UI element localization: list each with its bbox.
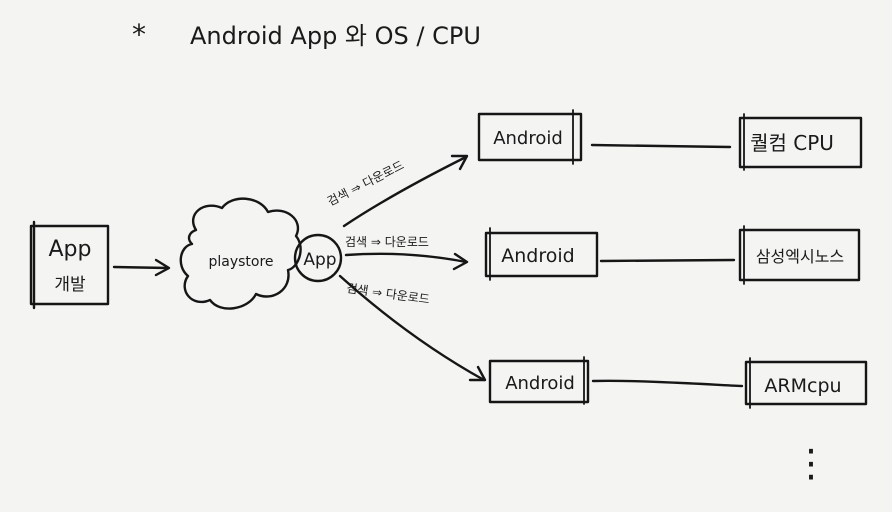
playstore-cloud <box>179 197 302 310</box>
edge-app-to-android-mid: 검색 ⇒ 다운로드 <box>344 235 469 271</box>
cpu-box <box>744 360 868 406</box>
edge-label-mid: 검색 ⇒ 다운로드 <box>345 235 429 249</box>
edge-line <box>338 274 486 382</box>
android-box <box>488 359 590 404</box>
title-bullet: * <box>132 18 146 51</box>
connector-top <box>590 143 732 149</box>
arrowhead <box>468 365 487 382</box>
arrow-line <box>112 265 170 270</box>
developer-box <box>29 224 110 306</box>
arrow-developer-to-playstore <box>112 258 171 277</box>
playstore-node: playstore <box>179 197 302 310</box>
cpu-label-top: 퀄컴 CPU <box>750 131 834 155</box>
cpu-box <box>738 228 861 282</box>
developer-label-line1: App <box>49 237 92 262</box>
cpu-node-top: 퀄컴 CPU <box>738 113 863 171</box>
cpu-label-mid: 삼성엑시노스 <box>756 247 844 266</box>
app-label: App <box>303 250 336 270</box>
android-box <box>484 231 599 278</box>
arrowhead <box>154 258 171 277</box>
developer-label-line2: 개발 <box>54 275 86 295</box>
connector-bottom <box>591 379 744 388</box>
edge-line <box>342 155 468 228</box>
cpu-label-bottom: ARMcpu <box>764 375 841 397</box>
android-label-bottom: Android <box>505 373 575 394</box>
arrowhead <box>450 154 469 171</box>
android-node-mid: Android <box>484 227 599 281</box>
continuation-dots: ⋮ <box>792 441 830 485</box>
developer-node: App 개발 <box>29 220 110 310</box>
cpu-box <box>738 116 863 169</box>
edge-app-to-android-bottom: 검색 ⇒ 다운로드 <box>338 274 487 382</box>
edge-line <box>344 252 468 264</box>
edge-app-to-android-top: 검색 ⇒ 다운로드 <box>325 154 469 228</box>
playstore-label: playstore <box>208 254 273 270</box>
page-title: Android App 와 OS / CPU <box>190 22 481 50</box>
android-label-top: Android <box>493 128 563 149</box>
arrowhead <box>452 252 469 271</box>
android-box <box>477 112 583 162</box>
android-node-top: Android <box>477 109 583 165</box>
cpu-node-mid: 삼성엑시노스 <box>738 225 861 285</box>
android-node-bottom: Android <box>488 356 590 405</box>
android-label-mid: Android <box>501 245 574 267</box>
cpu-node-bottom: ARMcpu <box>744 357 868 409</box>
edge-label-bottom: 검색 ⇒ 다운로드 <box>346 281 431 307</box>
edge-label-top: 검색 ⇒ 다운로드 <box>325 158 406 209</box>
connector-mid <box>599 258 736 263</box>
app-node: App <box>293 233 343 283</box>
title-group: * Android App 와 OS / CPU <box>132 18 481 51</box>
app-circle <box>293 233 343 283</box>
